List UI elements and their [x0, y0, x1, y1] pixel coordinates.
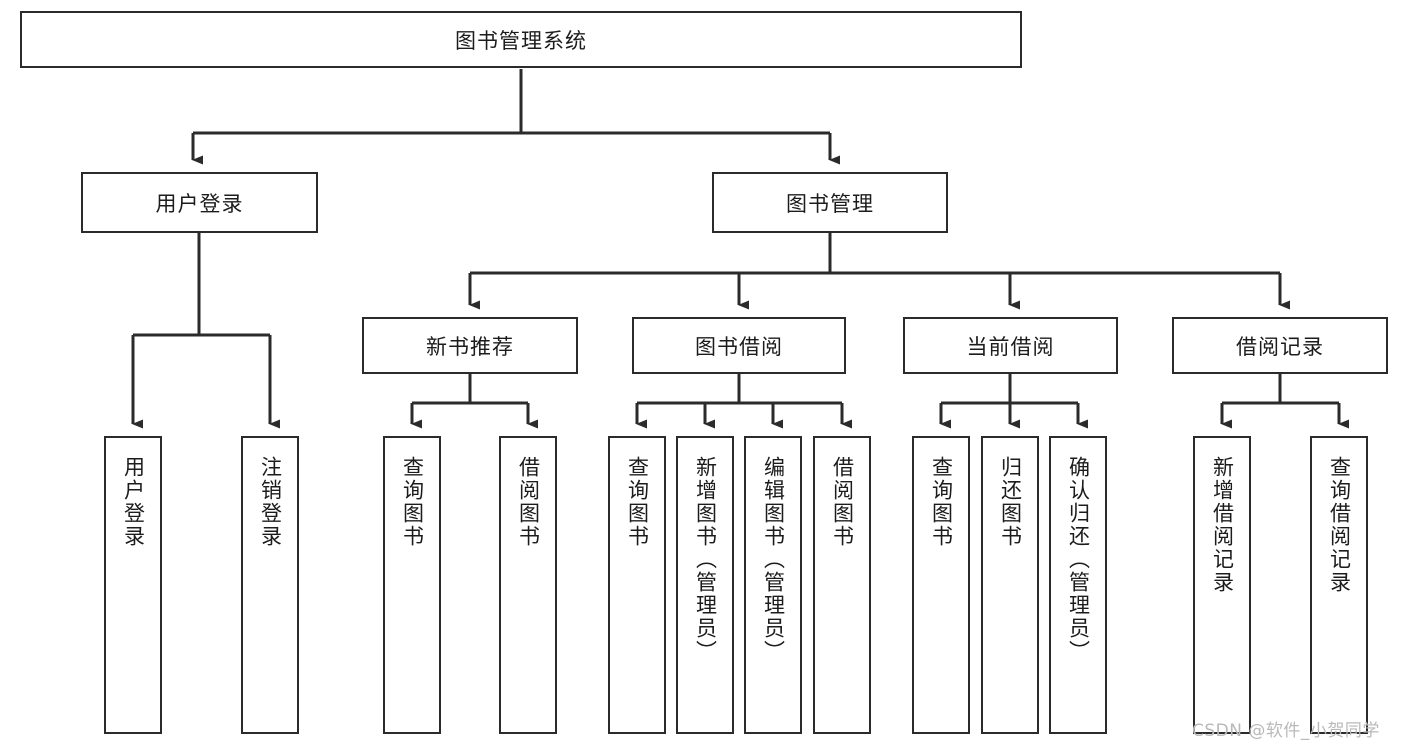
node-current-borrowing[interactable]: 当前借阅: [903, 317, 1118, 374]
leaf-add-book-admin[interactable]: 新增图书（管理员）: [676, 436, 734, 734]
node-label: 借阅图书: [516, 456, 541, 548]
node-root-book-management-system[interactable]: 图书管理系统: [20, 11, 1022, 68]
node-user-login[interactable]: 用户登录: [81, 172, 318, 233]
leaf-confirm-return-admin[interactable]: 确认归还（管理员）: [1049, 436, 1107, 734]
node-label: 图书管理: [786, 191, 874, 216]
node-label: 用户登录: [121, 456, 146, 548]
leaf-borrow-books-recommend[interactable]: 借阅图书: [499, 436, 557, 734]
leaf-query-books-borrow[interactable]: 查询图书: [608, 436, 666, 734]
node-label: 图书借阅: [695, 334, 783, 359]
node-new-book-recommendation[interactable]: 新书推荐: [362, 317, 578, 374]
node-label: 查询图书: [400, 456, 425, 548]
node-label: 新增图书（管理员）: [693, 456, 718, 663]
leaf-query-borrow-record[interactable]: 查询借阅记录: [1310, 436, 1368, 734]
node-label: 注销登录: [258, 456, 283, 548]
node-label: 查询图书: [625, 456, 650, 548]
connector-borrow-record-to-leaves: [1220, 374, 1349, 429]
node-label: 借阅图书: [830, 456, 855, 548]
leaf-user-login[interactable]: 用户登录: [104, 436, 162, 734]
connector-book-borrow-to-leaves: [635, 374, 852, 429]
leaf-query-books-current[interactable]: 查询图书: [912, 436, 970, 734]
node-label: 新书推荐: [426, 334, 514, 359]
connector-current-borrow-to-leaves: [939, 374, 1088, 429]
leaf-return-books[interactable]: 归还图书: [981, 436, 1039, 734]
leaf-add-borrow-record[interactable]: 新增借阅记录: [1193, 436, 1251, 734]
node-label: 查询借阅记录: [1327, 456, 1352, 594]
node-label: 当前借阅: [966, 334, 1055, 359]
node-label: 编辑图书（管理员）: [761, 456, 786, 663]
leaf-edit-book-admin[interactable]: 编辑图书（管理员）: [744, 436, 802, 734]
node-label: 查询图书: [929, 456, 954, 548]
connector-root-to-level2: [191, 69, 840, 165]
connector-new-book-to-leaves: [410, 374, 538, 429]
node-label: 新增借阅记录: [1210, 456, 1235, 594]
csdn-watermark: CSDN @软件_小贺同学: [1192, 721, 1380, 741]
node-label: 归还图书: [998, 456, 1023, 548]
leaf-query-books-recommend[interactable]: 查询图书: [383, 436, 441, 734]
node-book-management[interactable]: 图书管理: [712, 172, 948, 233]
leaf-logout[interactable]: 注销登录: [241, 436, 299, 734]
node-label: 图书管理系统: [455, 28, 587, 53]
node-label: 确认归还（管理员）: [1066, 456, 1091, 663]
leaf-borrow-books[interactable]: 借阅图书: [813, 436, 871, 734]
connector-user-login-to-leaves: [131, 233, 280, 429]
node-borrowing-record[interactable]: 借阅记录: [1172, 317, 1388, 374]
node-book-borrowing[interactable]: 图书借阅: [632, 317, 846, 374]
node-label: 借阅记录: [1236, 334, 1324, 359]
node-label: 用户登录: [155, 191, 244, 216]
connector-book-manage-to-level3: [468, 233, 1290, 310]
